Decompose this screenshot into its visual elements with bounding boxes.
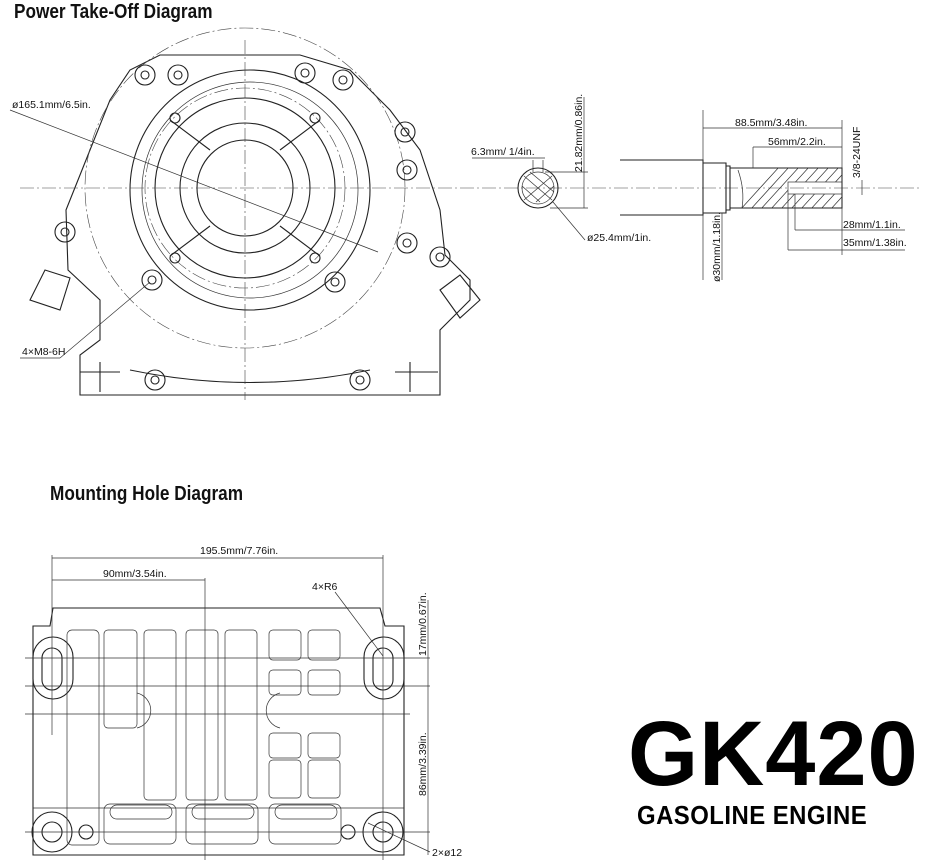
crank-diameter-label: ø165.1mm/6.5in. [12,99,91,111]
shaft-diameter-label: ø25.4mm/1in. [587,232,651,244]
slot-radius-label: 4×R6 [312,581,338,593]
depth-label: 86mm/3.39in. [417,732,429,796]
thread-label: 3/8-24UNF [851,127,863,178]
base-diameter-label: ø30mm/1.18in. [711,212,723,282]
shaft-section-view: 6.3mm/ 1/4in. 21.82mm/0.86in. ø25.4mm/1i… [471,94,651,244]
thread-depth-label: 28mm/1.1in. [843,219,901,231]
holes-label: 2×ø12 [432,847,462,859]
engine-front-view: ø165.1mm/6.5in. 4×M8-6H [9,27,920,400]
bolt-thread-label: 4×M8-6H [22,346,65,358]
bolt-holes [54,62,451,391]
mounting-diagram-title: Mounting Hole Diagram [50,483,244,505]
model-name: GK420 [628,703,919,805]
shaft-length-label: 88.5mm/3.48in. [735,117,807,129]
keyway-length-label: 56mm/2.2in. [768,136,826,148]
key-height-label: 21.82mm/0.86in. [573,94,585,172]
width-label: 195.5mm/7.76in. [200,545,278,557]
half-width-label: 90mm/3.54in. [103,568,167,580]
mounting-base-view: 195.5mm/7.76in. 90mm/3.54in. 4×R6 17mm/0… [25,545,462,860]
pto-diagram-title: Power Take-Off Diagram [14,1,213,23]
hole-depth-label: 35mm/1.38in. [843,237,907,249]
key-width-label: 6.3mm/ 1/4in. [471,146,535,158]
slot-offset-label: 17mm/0.67in. [417,592,429,656]
shaft-side-view: 88.5mm/3.48in. 56mm/2.2in. 3/8-24UNF ø30… [620,110,907,282]
product-type: GASOLINE ENGINE [637,800,868,830]
